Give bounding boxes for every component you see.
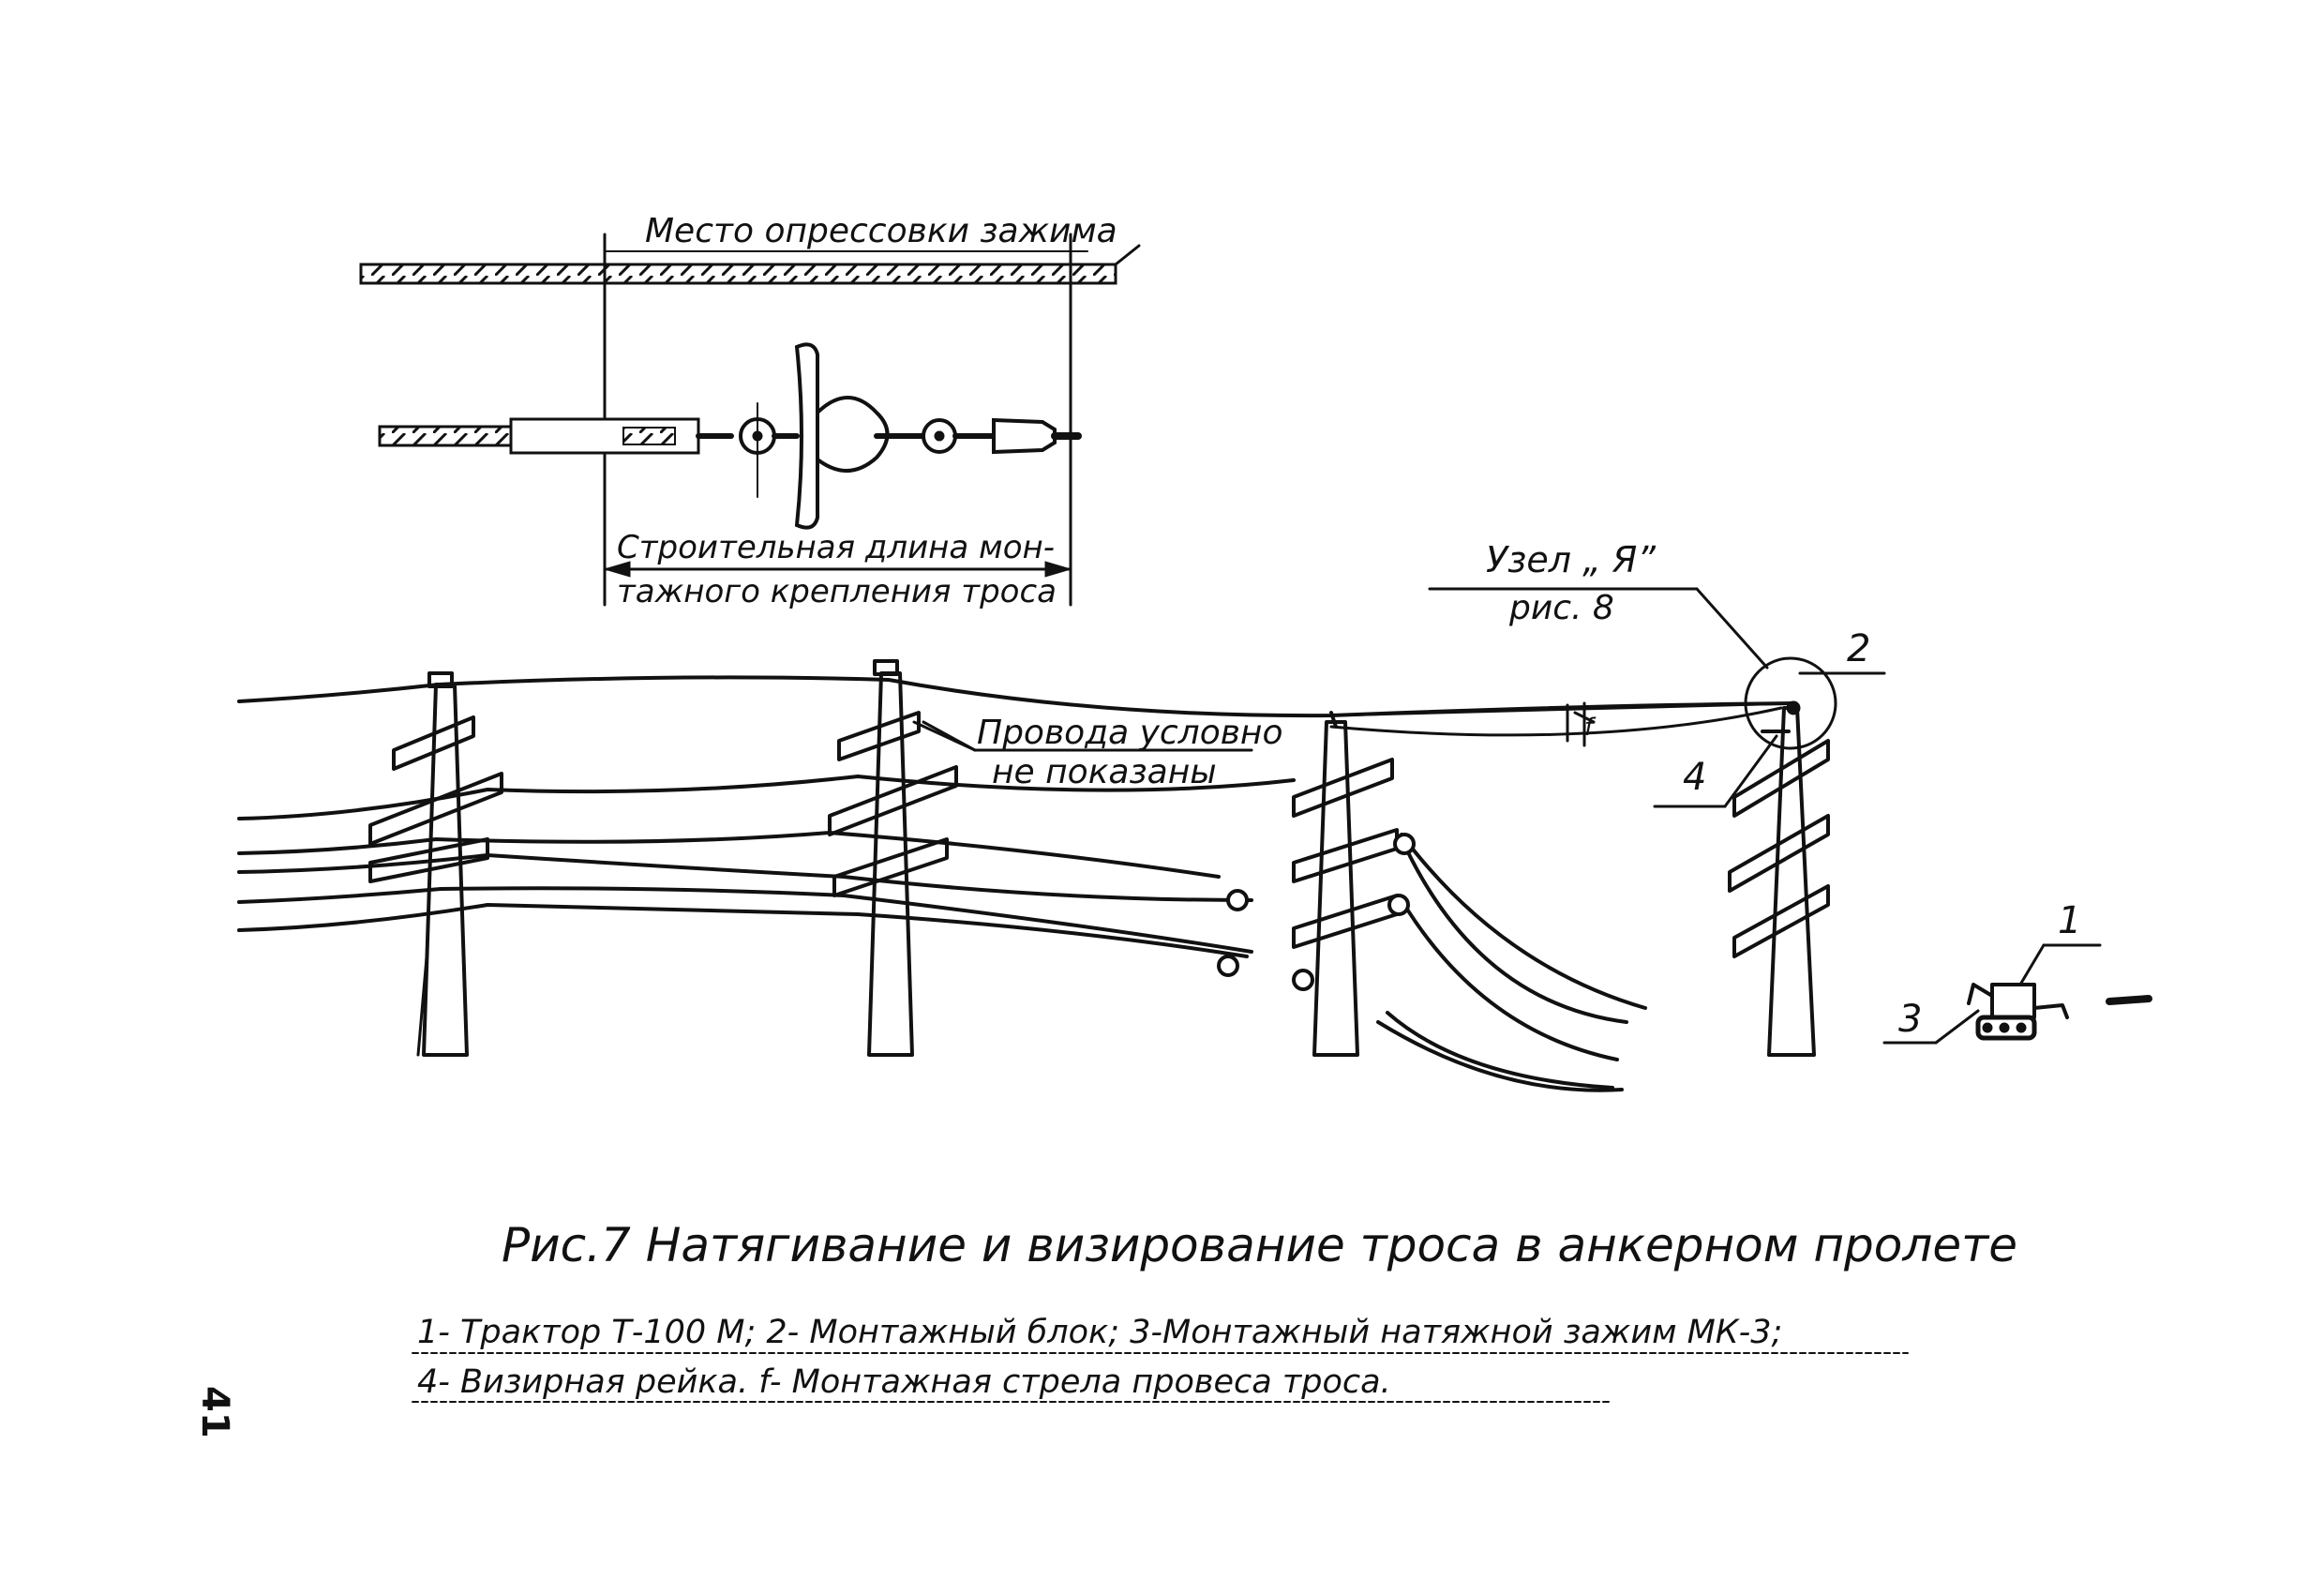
tractor-icon	[1967, 983, 2152, 1041]
clamp-detail: Место опрессовки зажима	[359, 212, 1141, 610]
tower-3	[1217, 711, 1416, 1057]
page-number: 41	[193, 1386, 236, 1438]
mounting-block-icon	[1786, 700, 1801, 715]
node-callout-leader	[1695, 587, 1769, 670]
label-wires-not-shown-2: не показаны	[992, 753, 1217, 791]
legend-line-1: 1- Трактор Т-100 М; 2- Монтажный блок; 3…	[417, 1314, 1782, 1351]
ground-wire-anchor-span	[1329, 701, 1797, 717]
wires	[237, 675, 1797, 1092]
label-node-ya: Узел „ Я”	[1486, 539, 1656, 580]
ground-wire-top	[359, 244, 1141, 285]
wire-phase-4	[237, 886, 1253, 954]
label-sag-f: f	[1584, 714, 1597, 742]
label-crimp-location: Место опрессовки зажима	[645, 212, 1117, 250]
wire-hanging-2	[1404, 847, 1628, 1024]
callout-3-leader	[1934, 1009, 1980, 1045]
wire-phase-5	[237, 903, 1249, 958]
ground-wire	[237, 675, 1797, 718]
marker-1: 1	[2058, 899, 2081, 942]
callout-1-leader	[2018, 943, 2046, 986]
tower-2	[828, 659, 958, 1057]
sag-marker	[1566, 701, 1596, 747]
wire-hanging-4	[1386, 1011, 1614, 1090]
wire-hanging-3	[1400, 898, 1619, 1061]
node-ya-circle	[1744, 656, 1837, 750]
wire-hanging-1	[1400, 833, 1647, 1010]
dimension-line	[603, 561, 1072, 578]
wire-phase-1	[237, 775, 1296, 820]
callout-4-leader	[1723, 734, 1778, 808]
label-construction-length-1: Строительная длина мон-	[617, 529, 1055, 566]
marker-3: 3	[1898, 998, 1922, 1041]
figure-caption: Рис.7 Натягивание и визирование троса в …	[502, 1218, 2017, 1272]
wires-note-leader-2	[922, 720, 977, 752]
legend-line-2: 4- Визирная рейка. f- Монтажная стрела п…	[417, 1363, 1391, 1401]
tower-4-anchor	[1728, 706, 1830, 1057]
tower-1	[368, 671, 503, 1057]
wire-phase-3	[237, 853, 1253, 902]
marker-4: 4	[1683, 756, 1706, 799]
marker-2: 2	[1847, 627, 1870, 670]
wire-phase-2	[237, 831, 1221, 879]
clamp-assembly	[378, 342, 1082, 530]
label-construction-length-2: тажного крепления троса	[617, 573, 1057, 610]
label-wires-not-shown-1: Провода условно	[977, 714, 1283, 752]
wire-hanging-5	[1376, 1020, 1624, 1092]
ground-wire-sag	[1329, 706, 1783, 737]
label-node-ref: рис. 8	[1508, 589, 1614, 627]
